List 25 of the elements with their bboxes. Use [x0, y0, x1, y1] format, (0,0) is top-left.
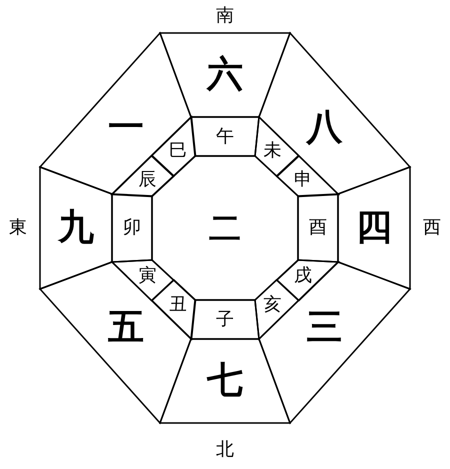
- direction-label: 北: [216, 441, 234, 459]
- branch-label: 子: [216, 310, 234, 328]
- star-number: 七: [207, 363, 243, 399]
- direction-label: 南: [216, 7, 234, 25]
- star-number: 三: [306, 310, 342, 346]
- branch-label: 辰: [138, 171, 156, 190]
- branch-label: 酉: [309, 219, 327, 237]
- branch-label: 巳: [168, 142, 187, 160]
- branch-label: 寅: [138, 266, 156, 285]
- direction-label: 西: [423, 219, 441, 237]
- star-number: 九: [58, 210, 94, 246]
- branch-label: 未: [263, 142, 282, 160]
- star-number: 二: [209, 212, 241, 244]
- star-number: 六: [207, 57, 243, 93]
- star-number: 一: [108, 110, 144, 146]
- direction-label: 東: [9, 219, 27, 237]
- star-number: 八: [306, 110, 342, 146]
- branch-label: 午: [216, 128, 234, 146]
- branch-label: 卯: [123, 219, 141, 237]
- branch-label: 戌: [294, 266, 312, 285]
- branch-label: 亥: [263, 296, 282, 314]
- branch-label: 申: [294, 171, 312, 190]
- star-number: 四: [356, 210, 392, 246]
- star-number: 五: [108, 310, 144, 346]
- branch-label: 丑: [168, 296, 187, 314]
